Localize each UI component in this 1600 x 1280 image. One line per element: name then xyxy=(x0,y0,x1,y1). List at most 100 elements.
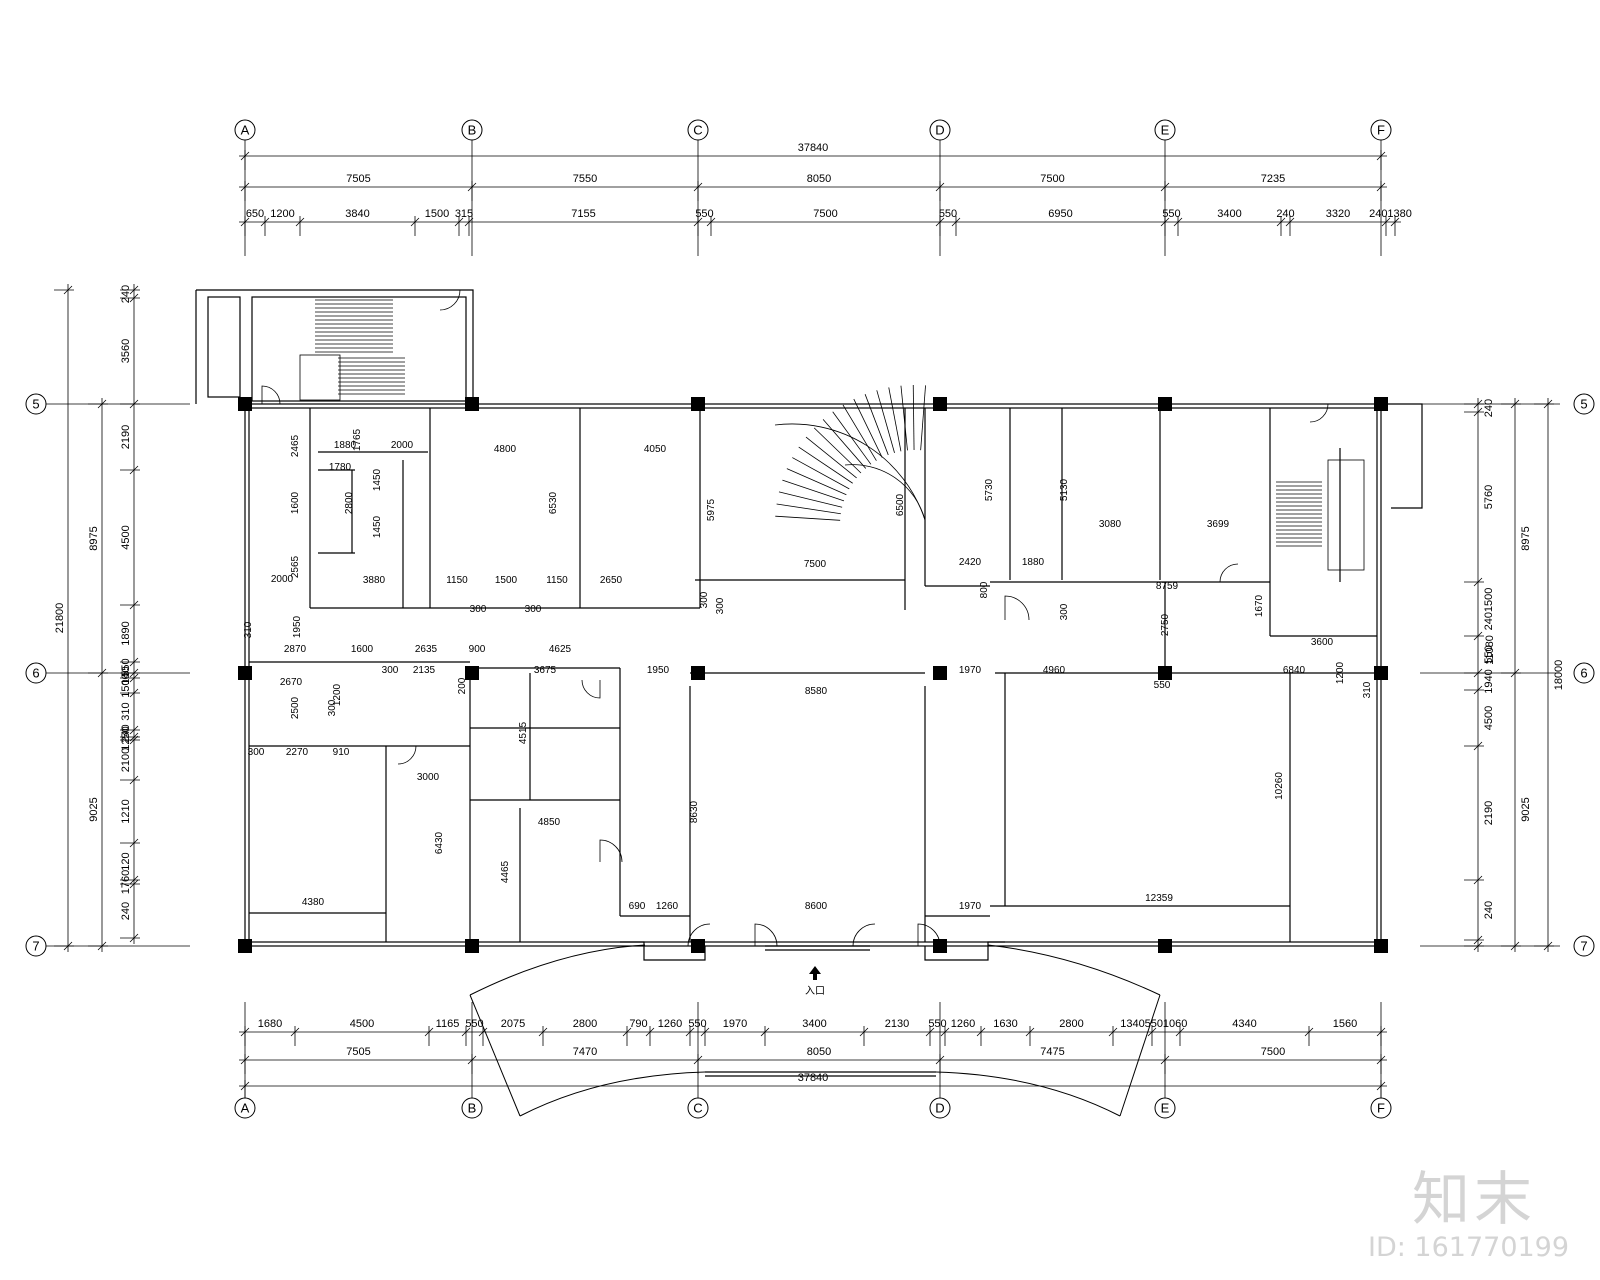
left-details-label: 140 xyxy=(120,666,132,684)
axis-bubble-circle xyxy=(1154,119,1176,141)
top-spans-label: 7505 xyxy=(346,173,370,185)
left-details-label: 4500 xyxy=(120,525,132,549)
axis-bubble-label: 6 xyxy=(32,666,39,681)
left-details-label: 1250 xyxy=(120,726,132,750)
stair-landing xyxy=(299,354,341,401)
axis-bubble-circle xyxy=(1573,935,1595,957)
right-details-label: 550 xyxy=(1483,645,1495,663)
curved-stair-inner xyxy=(844,464,926,521)
axis-bubble-circle xyxy=(1154,1097,1176,1119)
room-dimension-label: 6500 xyxy=(895,493,906,516)
column xyxy=(238,397,252,411)
left-details-label: 550 xyxy=(120,658,132,676)
left-details-label: 120 xyxy=(120,852,132,870)
room-dimension-label: 3675 xyxy=(534,665,557,676)
room-dimension-label: 1200 xyxy=(1335,661,1346,684)
axis-bubble-label: 5 xyxy=(1580,397,1587,412)
room-dimension-label: 300 xyxy=(699,591,710,608)
vestibule-wall xyxy=(924,941,1005,961)
entrance-label: 入口 xyxy=(805,986,825,997)
axis-bubble-circle xyxy=(461,1097,483,1119)
axis-bubble-top: F xyxy=(1370,119,1392,141)
axis-bubble-circle xyxy=(929,1097,951,1119)
room-dimension-label: 800 xyxy=(979,581,990,598)
door-swing xyxy=(581,679,601,699)
top-details-label: 6950 xyxy=(1048,208,1072,220)
room-dimension-label: 2420 xyxy=(959,557,982,568)
left-details-label: 1760 xyxy=(120,870,132,894)
axis-bubble-right: 5 xyxy=(1573,393,1595,415)
top-details-label: 550 xyxy=(695,208,713,220)
left-spans-label: 9025 xyxy=(88,797,100,821)
entrance-arrow-icon xyxy=(809,966,821,980)
room-dimension-label: 5730 xyxy=(984,478,995,501)
room-dimension-label: 3080 xyxy=(1099,519,1122,530)
axis-bubble-circle xyxy=(25,662,47,684)
column xyxy=(1158,939,1172,953)
door-swing xyxy=(261,385,281,405)
entry-door-right xyxy=(754,923,778,947)
bottom-details-label: 1260 xyxy=(951,1018,975,1030)
door-swing xyxy=(1219,563,1239,583)
top-details-label: 7500 xyxy=(813,208,837,220)
right-details-label: 240 xyxy=(1483,901,1495,919)
room-dimension-label: 1670 xyxy=(1254,594,1265,617)
right-details-label: 240 xyxy=(1483,399,1495,417)
room-dimension-label: 910 xyxy=(333,747,350,758)
top-spans-label: 7235 xyxy=(1261,173,1285,185)
column xyxy=(1374,397,1388,411)
vestibule-wall xyxy=(620,941,706,961)
room-dimension-label: 2135 xyxy=(413,665,436,676)
room-dimension-label: 4960 xyxy=(1043,665,1066,676)
room-dimension-label: 5975 xyxy=(706,498,717,521)
axis-bubble-circle xyxy=(461,119,483,141)
axis-bubble-circle xyxy=(25,935,47,957)
entry-door-right xyxy=(917,923,941,947)
stair-tread xyxy=(853,398,883,458)
room-dimension-label: 1500 xyxy=(495,575,518,586)
column xyxy=(933,666,947,680)
room-dimension-label: 4800 xyxy=(494,444,517,455)
bottom-details-label: 1165 xyxy=(436,1018,460,1030)
room-dimension-label: 12359 xyxy=(1145,893,1173,904)
bottom-spans-label: 8050 xyxy=(807,1046,831,1058)
axis-bubble-label: D xyxy=(935,123,944,138)
top-details-label: 1200 xyxy=(270,208,294,220)
left-details-label: 1890 xyxy=(120,621,132,645)
canopy-arc xyxy=(935,1071,1121,1117)
room-dimension-label: 6840 xyxy=(1283,665,1306,676)
stair-tread xyxy=(798,446,853,484)
left-details-label: 310 xyxy=(120,702,132,720)
room-dimension-label: 200 xyxy=(457,677,468,694)
watermark-logo: 知末 xyxy=(1412,1165,1537,1233)
room-dimension-label: 300 xyxy=(382,665,399,676)
structural-columns xyxy=(238,397,1388,953)
axis-bubble-label: 5 xyxy=(32,397,39,412)
axis-bubble-top: D xyxy=(929,119,951,141)
room-dimension-label: 3880 xyxy=(363,575,386,586)
stair-tread xyxy=(842,404,877,461)
axis-bubble-bottom: D xyxy=(929,1097,951,1119)
axis-bubble-bottom: E xyxy=(1154,1097,1176,1119)
canopy-arc xyxy=(519,1071,706,1117)
stair-tread xyxy=(805,436,857,479)
room-dimension-label: 1600 xyxy=(351,644,374,655)
bottom-details-label: 2800 xyxy=(1059,1018,1083,1030)
bottom-details-label: 550 xyxy=(465,1018,483,1030)
axis-bubble-label: B xyxy=(468,123,477,138)
room-dimension-label: 7500 xyxy=(804,559,827,570)
column xyxy=(465,666,479,680)
axis-bubble-top: A xyxy=(234,119,256,141)
top-details-label: 315 xyxy=(455,208,473,220)
annex-wall xyxy=(1381,403,1423,509)
axis-bubble-label: E xyxy=(1161,123,1170,138)
bottom-details-label: 3400 xyxy=(802,1018,826,1030)
bottom-details-label: 790 xyxy=(629,1018,647,1030)
top-spans-label: 8050 xyxy=(807,173,831,185)
axis-bubble-circle xyxy=(234,1097,256,1119)
bottom-spans-label: 7505 xyxy=(346,1046,370,1058)
stair-tread xyxy=(782,479,845,502)
